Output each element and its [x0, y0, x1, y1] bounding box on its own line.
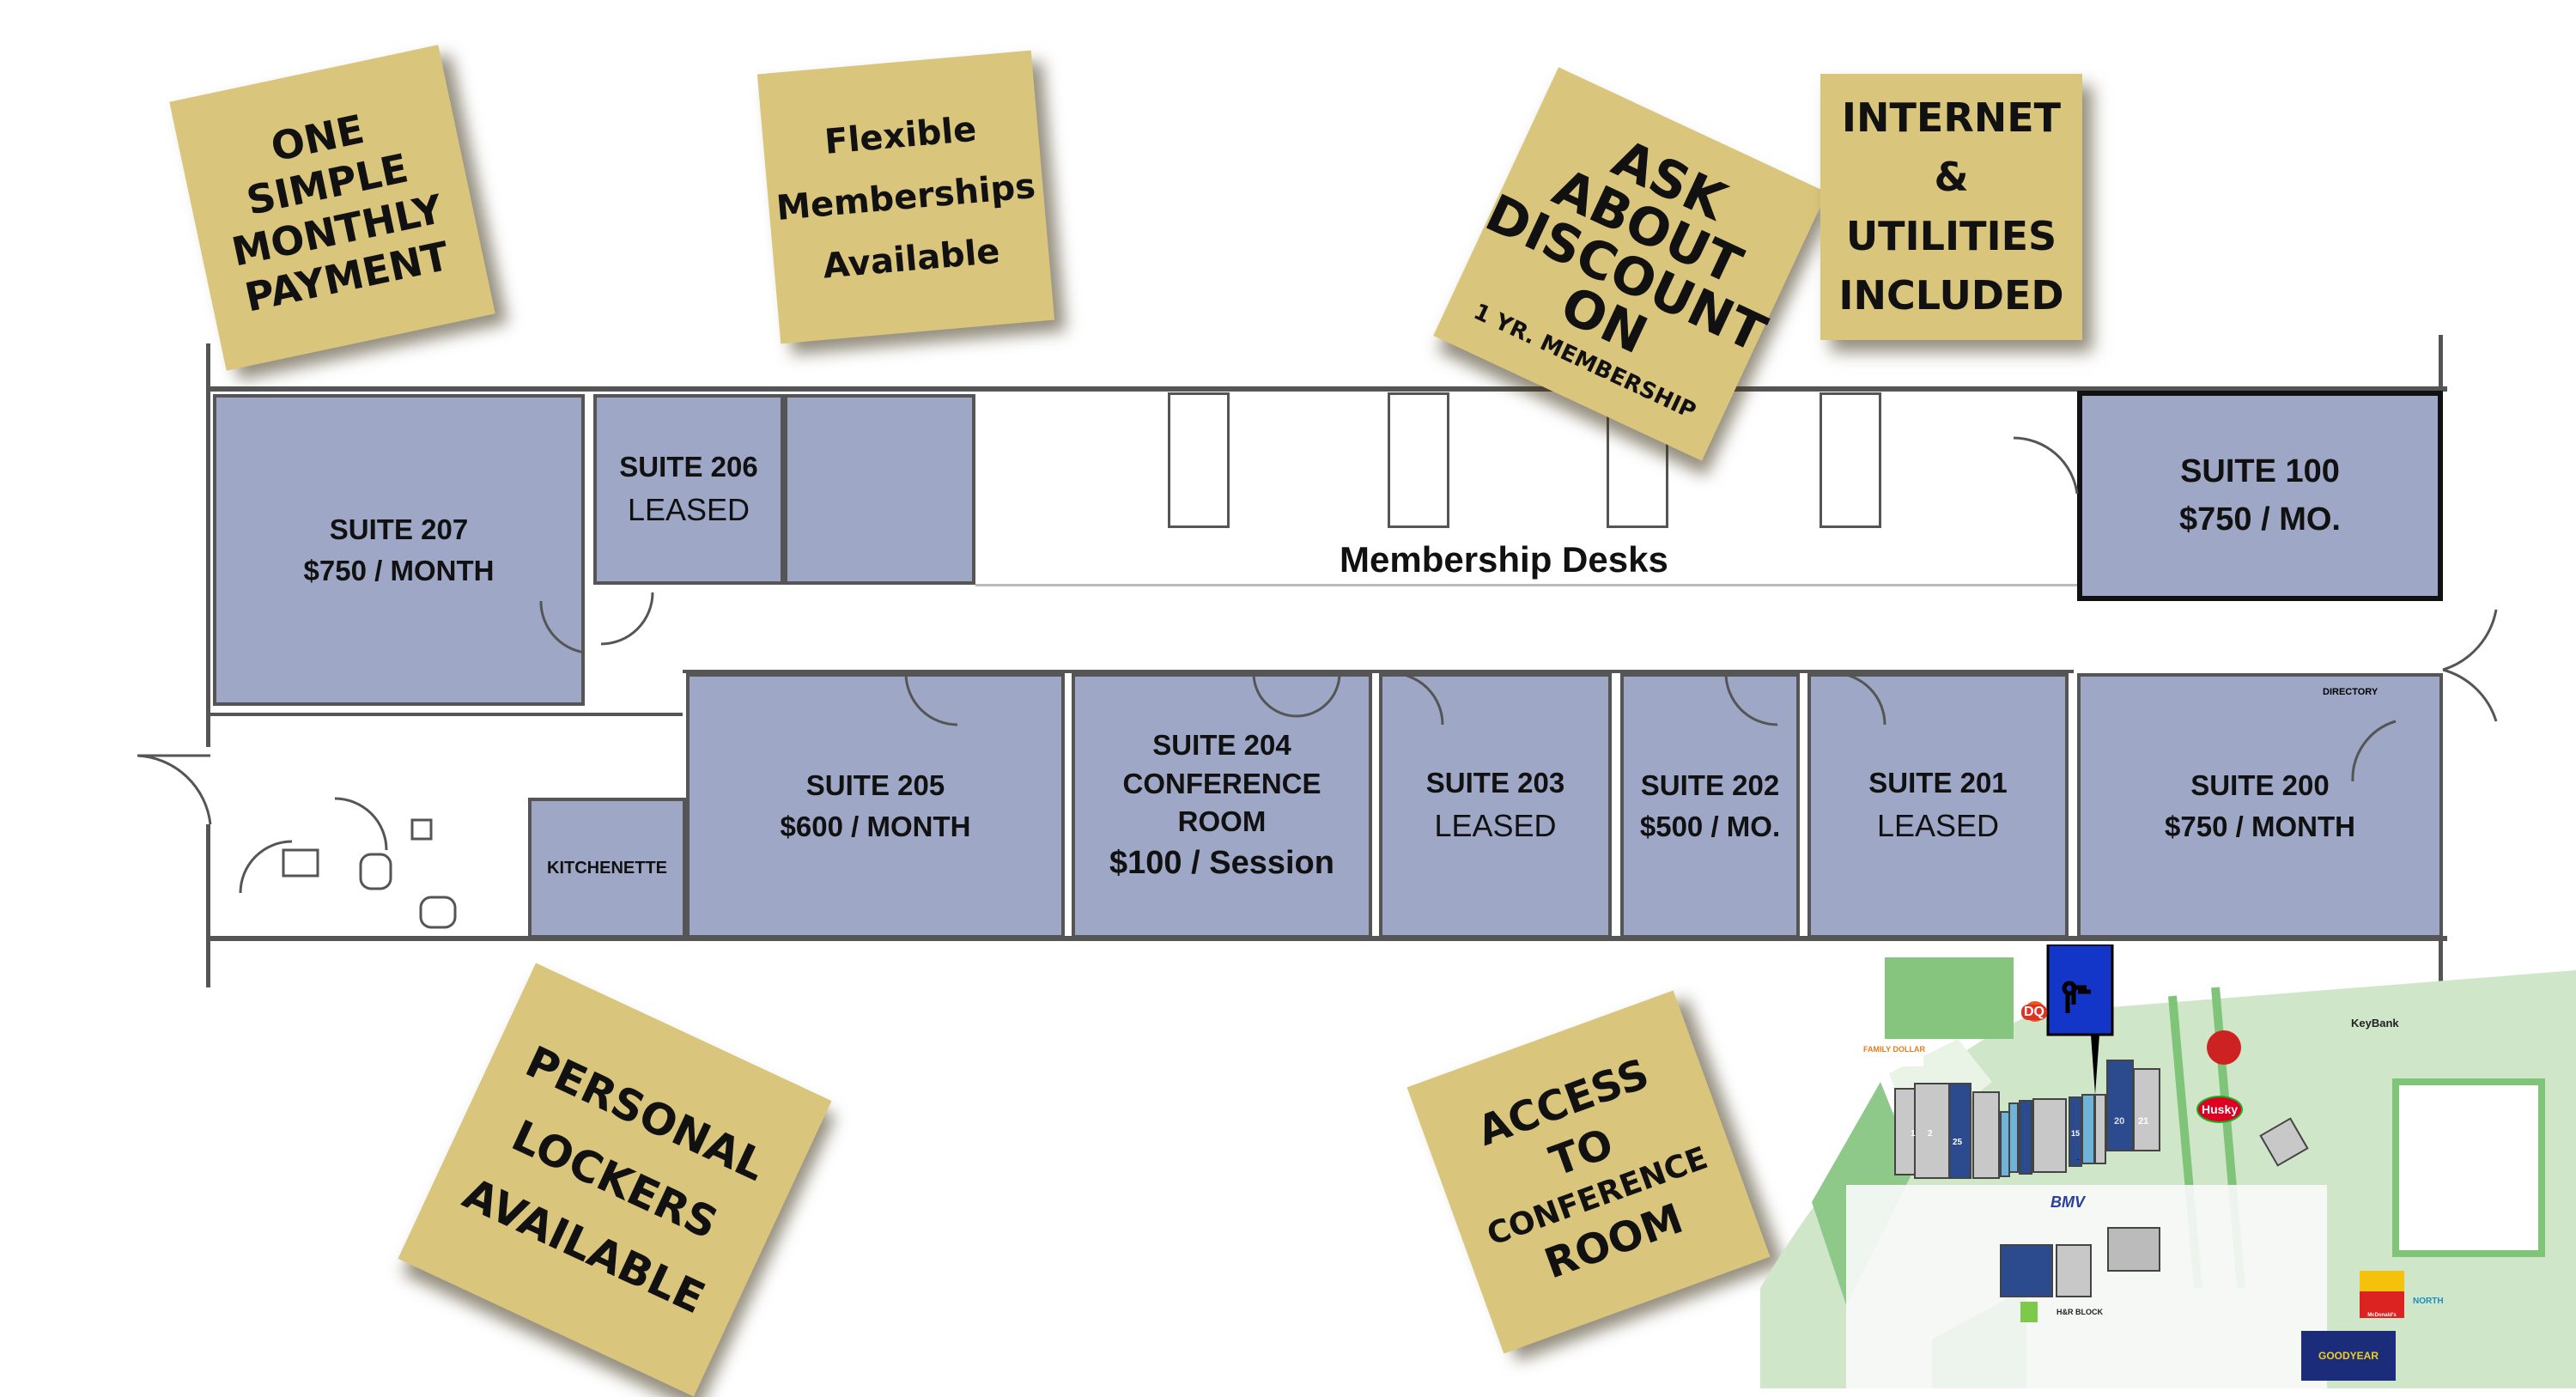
unit-number: 21	[2138, 1116, 2149, 1127]
suite-203[interactable]: SUITE 203 LEASED	[1379, 673, 1612, 938]
note-monthly-payment: ONE SIMPLE MONTHLY PAYMENT	[169, 45, 495, 371]
suite-204[interactable]: SUITE 204 CONFERENCE ROOM $100 / Session	[1072, 673, 1372, 938]
suite-207[interactable]: SUITE 207 $750 / MONTH	[213, 394, 585, 706]
unit-number: 25	[1953, 1138, 1963, 1147]
note-flexible-memberships: Flexible Memberships Available	[756, 50, 1055, 344]
note-text: UTILITIES	[1845, 213, 2057, 259]
directory-label: DIRECTORY	[2323, 687, 2379, 697]
note-internet-utilities: INTERNET & UTILITIES INCLUDED	[1820, 74, 2082, 340]
suite-202[interactable]: SUITE 202 $500 / MO.	[1620, 673, 1800, 938]
suite-100[interactable]: SUITE 100 $750 / MO.	[2077, 391, 2443, 601]
suite-201[interactable]: SUITE 201 LEASED	[1807, 673, 2069, 938]
site-map: FAMILY DOLLAR DQ KeyBank Husky BMV H&R B…	[1760, 943, 2576, 1391]
goodyear-logo: GOODYEAR	[2301, 1331, 2396, 1381]
note-text: INCLUDED	[1838, 272, 2064, 319]
suite-203-status: LEASED	[1434, 808, 1557, 844]
site-map-drawing	[1760, 943, 2576, 1391]
family-dollar-logo: FAMILY DOLLAR	[1863, 1045, 1926, 1054]
north-logo: NORTH	[2413, 1297, 2444, 1306]
suite-200-price: $750 / MONTH	[2165, 810, 2355, 842]
suite-207-name: SUITE 207	[329, 513, 469, 545]
kitchenette-label: KITCHENETTE	[547, 858, 667, 878]
suite-207-price: $750 / MONTH	[303, 554, 495, 586]
suite-206-name: SUITE 206	[619, 450, 758, 483]
membership-desk	[1820, 392, 1881, 528]
suite-100-price: $750 / MO.	[2179, 501, 2341, 538]
suite-206-status: LEASED	[627, 491, 750, 527]
bmv-logo: BMV	[2050, 1194, 2085, 1211]
suite-204-type: CONFERENCE ROOM	[1122, 767, 1321, 838]
suite-201-status: LEASED	[1876, 808, 2000, 844]
note-text: INTERNET	[1841, 94, 2062, 141]
membership-desks-label: Membership Desks	[1340, 539, 1668, 580]
note-text: &	[1934, 154, 1969, 200]
suite-201-name: SUITE 201	[1868, 767, 2008, 799]
dq-logo: DQ	[2021, 1005, 2047, 1020]
suite-206-annex	[784, 394, 975, 585]
unit-number: 2	[1928, 1129, 1933, 1139]
suite-206[interactable]: SUITE 206 LEASED	[593, 394, 784, 585]
suite-202-price: $500 / MO.	[1639, 810, 1781, 842]
suite-204-price: $100 / Session	[1109, 844, 1334, 881]
unit-number: 1	[1911, 1129, 1916, 1139]
suite-205[interactable]: SUITE 205 $600 / MONTH	[686, 673, 1065, 938]
suite-202-name: SUITE 202	[1640, 768, 1780, 801]
keybank-logo: KeyBank	[2351, 1017, 2399, 1030]
suite-200-name: SUITE 200	[2190, 768, 2330, 801]
unit-number: 15	[2071, 1129, 2081, 1138]
suite-204-name: SUITE 204	[1152, 729, 1291, 762]
mcdonalds-logo: McDonald's	[2360, 1271, 2404, 1318]
suite-100-name: SUITE 100	[2180, 453, 2340, 490]
membership-desk	[1388, 392, 1449, 528]
note-text: Memberships	[775, 166, 1037, 228]
hr-block-logo: H&R BLOCK	[2020, 1302, 2103, 1322]
unit-number: 20	[2114, 1116, 2125, 1127]
suite-203-name: SUITE 203	[1425, 767, 1565, 799]
suite-200[interactable]: SUITE 200 $750 / MONTH	[2077, 673, 2443, 938]
husky-logo: Husky	[2196, 1096, 2244, 1123]
kitchenette: KITCHENETTE	[528, 798, 686, 938]
suite-205-price: $600 / MONTH	[780, 810, 971, 842]
suite-205-name: SUITE 205	[805, 768, 945, 801]
membership-desk	[1168, 392, 1230, 528]
